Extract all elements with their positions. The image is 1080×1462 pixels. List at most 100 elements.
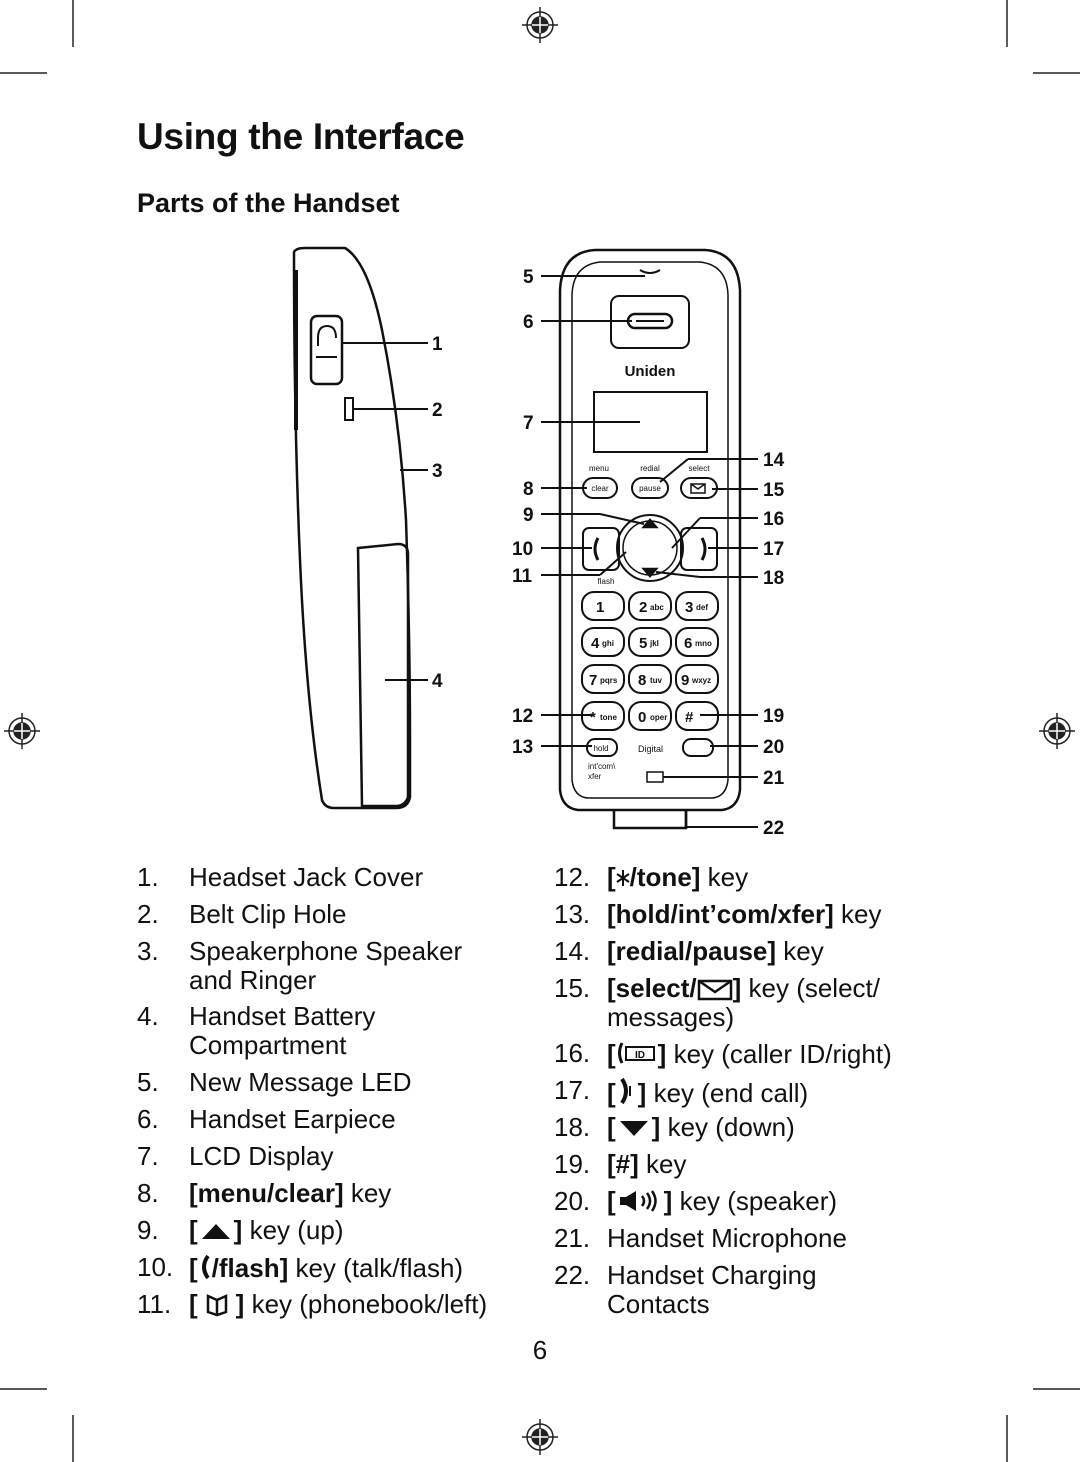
callout-4: 4 — [432, 671, 443, 692]
registration-mark-right — [1039, 713, 1075, 749]
key-9-letters: wxyz — [691, 676, 711, 685]
key-0: 0 — [638, 709, 646, 726]
list-item: 8. [menu/clear] key — [137, 1178, 392, 1208]
down-arrow-icon — [619, 1121, 648, 1136]
callout-8: 8 — [523, 479, 534, 500]
talk-icon — [201, 1254, 210, 1280]
key-star-letters: tone — [600, 713, 617, 722]
callout-3: 3 — [432, 461, 443, 482]
key-star: * — [590, 709, 596, 726]
key-2: 2 — [639, 599, 647, 616]
list-item: 21. Handset Microphone — [554, 1223, 847, 1253]
list-item: 11. [] key (phonebook/left) — [137, 1289, 488, 1319]
callout-9: 9 — [523, 505, 534, 526]
callout-16: 16 — [763, 509, 784, 530]
key-label-xfer: xfer — [588, 772, 602, 781]
envelope-icon — [697, 979, 732, 1001]
key-7: 7 — [589, 672, 597, 689]
callout-17: 17 — [763, 539, 784, 560]
end-call-icon — [619, 1077, 631, 1105]
key-6: 6 — [684, 635, 692, 652]
registration-mark-top — [522, 7, 558, 43]
key-label-redial: redial — [640, 464, 660, 473]
key-4: 4 — [591, 635, 600, 652]
callout-14: 14 — [763, 450, 785, 471]
callout-2: 2 — [432, 400, 443, 421]
callout-22: 22 — [763, 818, 784, 839]
list-item: 12. [/tone] key — [554, 862, 749, 892]
callout-12: 12 — [512, 706, 533, 727]
key-7-letters: pqrs — [600, 676, 618, 685]
brand-logo: Uniden — [625, 363, 676, 380]
list-item: 7. LCD Display — [137, 1141, 334, 1171]
key-label-intcom: int'com\ — [588, 762, 616, 771]
key-label-hold: hold — [593, 744, 608, 753]
callout-11: 11 — [512, 566, 533, 587]
callout-7: 7 — [523, 413, 534, 434]
list-item: 5. New Message LED — [137, 1067, 412, 1097]
list-item: 6. Handset Earpiece — [137, 1104, 396, 1134]
list-item: 16. [ID] key (caller ID/right) — [554, 1038, 892, 1069]
callout-10: 10 — [512, 539, 533, 560]
section-heading: Parts of the Handset — [137, 188, 400, 218]
callout-19: 19 — [763, 706, 784, 727]
key-0-letters: oper — [650, 713, 667, 722]
callout-6: 6 — [523, 312, 534, 333]
list-item: 10. [/flash] key (talk/flash) — [137, 1252, 464, 1283]
digital-logo: Digital — [638, 744, 663, 754]
callout-18: 18 — [763, 568, 784, 589]
key-label-clear: clear — [591, 484, 609, 493]
page-number: 6 — [532, 1335, 548, 1365]
list-item: 15. [select/] key (select/messages) — [554, 973, 880, 1032]
star-icon — [616, 870, 630, 886]
registration-mark-left — [4, 713, 40, 749]
key-9: 9 — [681, 672, 689, 689]
list-item: 13. [hold/int’com/xfer] key — [554, 899, 882, 929]
key-8-letters: tuv — [650, 676, 663, 685]
list-item: 18. [] key (down) — [554, 1112, 795, 1142]
list-item: 19. [#] key — [554, 1149, 687, 1179]
list-item: 2. Belt Clip Hole — [137, 899, 347, 929]
key-1: 1 — [596, 599, 604, 616]
caller-id-icon: ID — [617, 1042, 655, 1064]
key-5: 5 — [639, 635, 647, 652]
key-2-letters: abc — [650, 603, 664, 612]
registration-mark-bottom — [522, 1419, 558, 1455]
belt-clip-hole — [344, 397, 354, 421]
callout-15: 15 — [763, 480, 785, 501]
callout-1: 1 — [432, 334, 443, 355]
list-item: 14. [redial/pause] key — [554, 936, 824, 966]
key-hash: # — [685, 709, 694, 726]
svg-text:ID: ID — [635, 1050, 645, 1061]
key-4-letters: ghi — [602, 639, 614, 648]
up-arrow-icon — [201, 1224, 230, 1239]
list-item: 17. [] key (end call) — [554, 1075, 809, 1108]
handset-side-view — [292, 246, 412, 810]
handset-diagram: 1 2 3 4 — [292, 246, 785, 839]
key-label-select: select — [689, 464, 711, 473]
key-8: 8 — [638, 672, 646, 689]
phonebook-icon — [206, 1294, 227, 1317]
callout-21: 21 — [763, 768, 785, 789]
handset-front-view — [558, 248, 742, 830]
list-item: 9. [] key (up) — [137, 1215, 344, 1245]
headset-jack-cover — [309, 314, 344, 386]
list-item: 1. Headset Jack Cover — [137, 862, 424, 892]
page-title: Using the Interface — [137, 116, 465, 157]
list-item: 20. [] key (speaker) — [554, 1186, 838, 1216]
key-3: 3 — [685, 599, 693, 616]
key-label-pause: pause — [639, 484, 661, 493]
key-3-letters: def — [696, 603, 708, 612]
key-label-flash: flash — [598, 577, 615, 586]
key-5-letters: jkl — [649, 639, 659, 648]
speaker-icon — [619, 1190, 657, 1212]
callout-20: 20 — [763, 737, 784, 758]
callout-5: 5 — [523, 267, 534, 288]
key-6-letters: mno — [695, 639, 712, 648]
key-label-menu: menu — [589, 464, 609, 473]
callout-13: 13 — [512, 737, 533, 758]
